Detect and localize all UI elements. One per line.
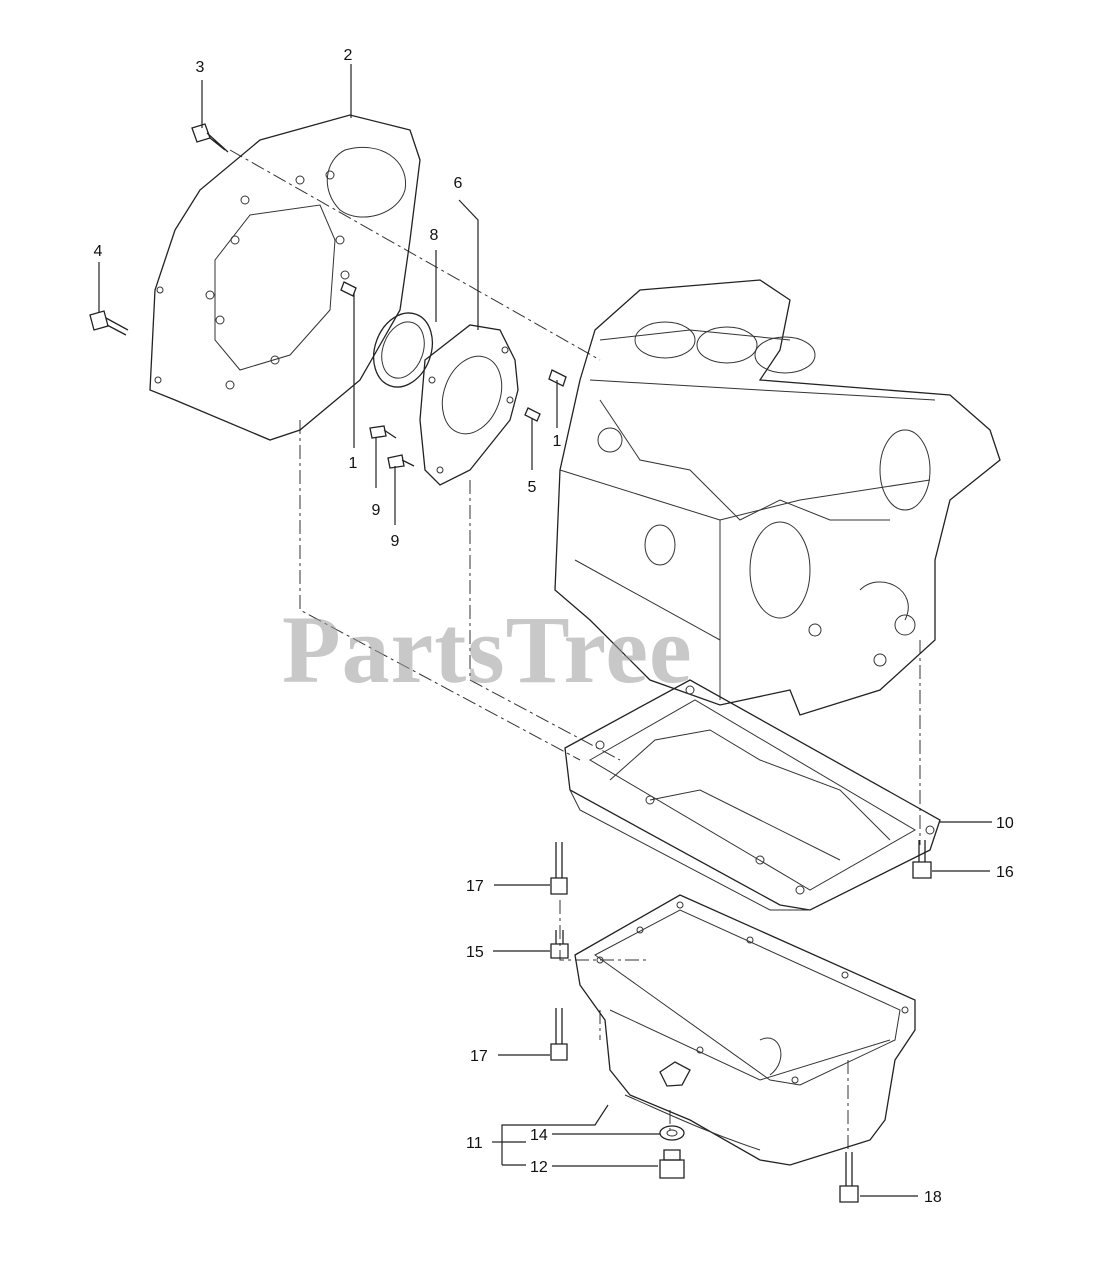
engine-block — [554, 279, 1001, 716]
callout-2: 2 — [344, 47, 353, 64]
bolt-16-icon — [912, 840, 932, 879]
callout-9-upper: 9 — [372, 502, 381, 519]
callout-6: 6 — [454, 175, 463, 192]
pins-and-screws — [340, 281, 567, 469]
callout-14: 14 — [530, 1127, 548, 1144]
callout-12: 12 — [530, 1159, 548, 1176]
bolt-17-lower-icon — [550, 1008, 568, 1061]
bolt-4-icon — [89, 310, 129, 336]
callout-16: 16 — [996, 864, 1014, 881]
callout-5: 5 — [528, 479, 537, 496]
callout-17-upper: 17 — [466, 878, 484, 895]
callout-11: 11 — [466, 1135, 483, 1152]
leader-lines — [98, 64, 992, 1197]
alignment-lines — [229, 149, 921, 1150]
washer-14-icon — [659, 1125, 685, 1141]
callout-4: 4 — [94, 243, 103, 260]
part-end-plate — [149, 114, 421, 441]
callout-15: 15 — [466, 944, 484, 961]
callout-3: 3 — [196, 59, 205, 76]
callout-9-lower: 9 — [391, 533, 400, 550]
callout-1-left: 1 — [349, 455, 358, 472]
callout-17-lower: 17 — [470, 1048, 488, 1065]
bolt-18-icon — [839, 1152, 859, 1203]
bolt-15-icon — [550, 930, 569, 959]
bolt-17-upper-icon — [550, 842, 568, 895]
callout-18: 18 — [924, 1189, 942, 1206]
callout-labels: 2 3 4 6 8 1 1 5 9 9 10 17 16 15 17 11 14… — [94, 47, 1014, 1206]
watermark-text: PartsTree — [282, 596, 693, 703]
part-oil-seal — [373, 312, 433, 388]
callout-8: 8 — [430, 227, 439, 244]
callout-10: 10 — [996, 815, 1014, 832]
crankcase-lower — [564, 679, 941, 911]
drain-plug-12-icon — [659, 1149, 685, 1179]
bolt-3-icon — [191, 123, 229, 153]
oil-pan — [574, 894, 916, 1166]
part-seal-case — [419, 324, 519, 486]
callout-1-right: 1 — [553, 433, 562, 450]
